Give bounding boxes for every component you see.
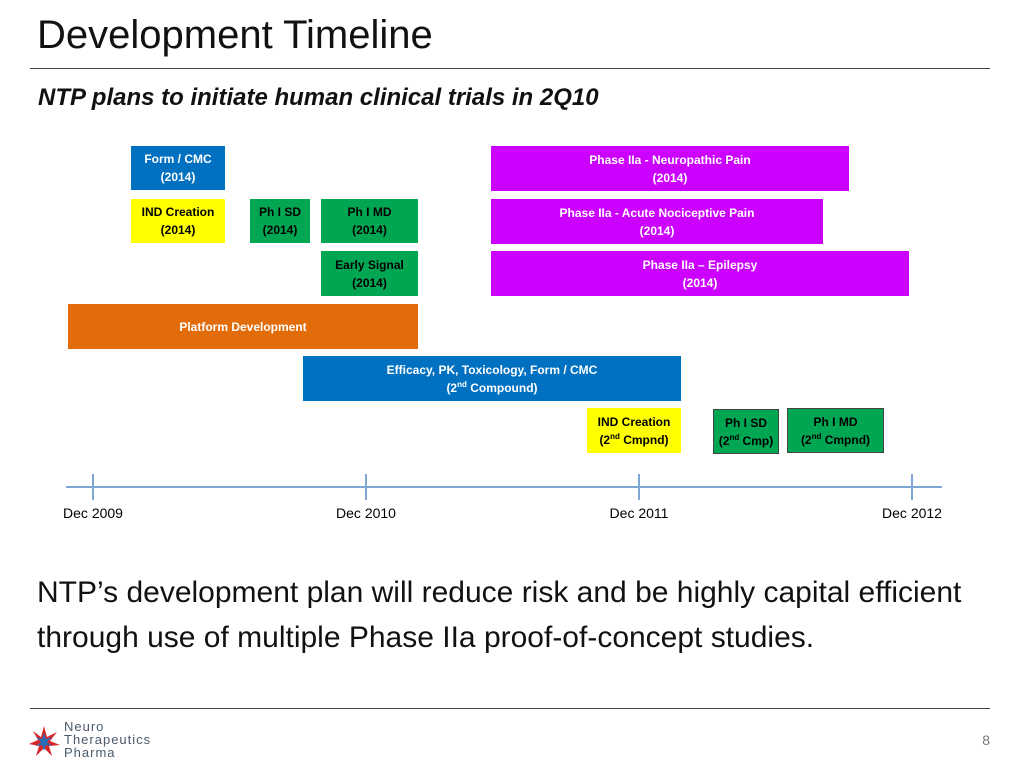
task-year: (2014) [352,223,387,237]
task-label: IND Creation [597,414,671,429]
task-label: Platform Development [179,319,307,334]
task-year: (2014) [160,223,196,237]
slide-subtitle: NTP plans to initiate human clinical tri… [38,84,599,111]
tick-label-dec-2012: Dec 2012 [882,505,942,521]
body-text: NTP’s development plan will reduce risk … [37,576,962,654]
task-label: Ph I SD [258,205,301,219]
task-phase2a-neuropathic: Phase IIa - Neuropathic Pain (2014) [491,146,849,191]
timeline-tick [365,474,367,500]
task-label: Form / CMC [144,152,212,166]
task-ph1-sd: Ph I SD (2014) [250,199,310,243]
starburst-logo-icon [29,726,60,756]
task-label: IND Creation [141,205,215,219]
task-label: Ph I SD [724,415,767,430]
title-divider [30,68,990,69]
task-phase2a-acute: Phase IIa - Acute Nociceptive Pain (2014… [491,199,823,244]
task-early-signal: Early Signal (2014) [321,251,418,296]
task-form-cmc: Form / CMC (2014) [131,146,225,190]
slide-title: Development Timeline [37,13,433,57]
task-ph1-md-2nd: Ph I MD (2nd Cmpnd) [787,408,884,453]
task-sublabel: (2nd Cmp) [718,432,774,448]
task-label: Phase IIa - Acute Nociceptive Pain [559,205,755,220]
task-ind-creation-2nd: IND Creation (2nd Cmpnd) [587,408,681,453]
task-label: Ph I MD [813,414,858,429]
task-phase2a-epilepsy: Phase IIa – Epilepsy (2014) [491,251,909,296]
task-year: (2014) [262,223,298,237]
task-platform-development: Platform Development [68,304,418,349]
timeline-axis [66,486,942,488]
task-efficacy-pk-tox: Efficacy, PK, Toxicology, Form / CMC (2n… [303,356,681,401]
task-year: (2014) [160,170,196,184]
tick-label-dec-2010: Dec 2010 [336,505,396,521]
task-label: Phase IIa - Neuropathic Pain [589,152,751,167]
task-sublabel: (2nd Cmpnd) [599,431,669,447]
task-year: (2014) [639,223,675,238]
task-year: (2014) [652,170,688,185]
task-year: (2014) [352,275,387,290]
tick-label-dec-2011: Dec 2011 [609,505,669,521]
timeline-tick [92,474,94,500]
task-year: (2014) [682,275,718,290]
task-ph1-md: Ph I MD (2014) [321,199,418,243]
timeline-tick [911,474,913,500]
task-label: Efficacy, PK, Toxicology, Form / CMC [386,362,598,377]
task-ph1-sd-2nd: Ph I SD (2nd Cmp) [713,409,779,454]
timeline-tick [638,474,640,500]
task-label: Phase IIa – Epilepsy [642,257,758,272]
task-label: Ph I MD [347,205,392,219]
page-number: 8 [982,732,990,748]
task-sublabel: (2nd Compound) [446,379,538,395]
task-sublabel: (2nd Cmpnd) [800,431,871,447]
tick-label-dec-2009: Dec 2009 [63,505,123,521]
footer-divider [30,708,990,709]
task-ind-creation: IND Creation (2014) [131,199,225,243]
logo-wordmark: Neuro Therapeutics Pharma [64,719,152,760]
task-label: Early Signal [335,257,404,272]
